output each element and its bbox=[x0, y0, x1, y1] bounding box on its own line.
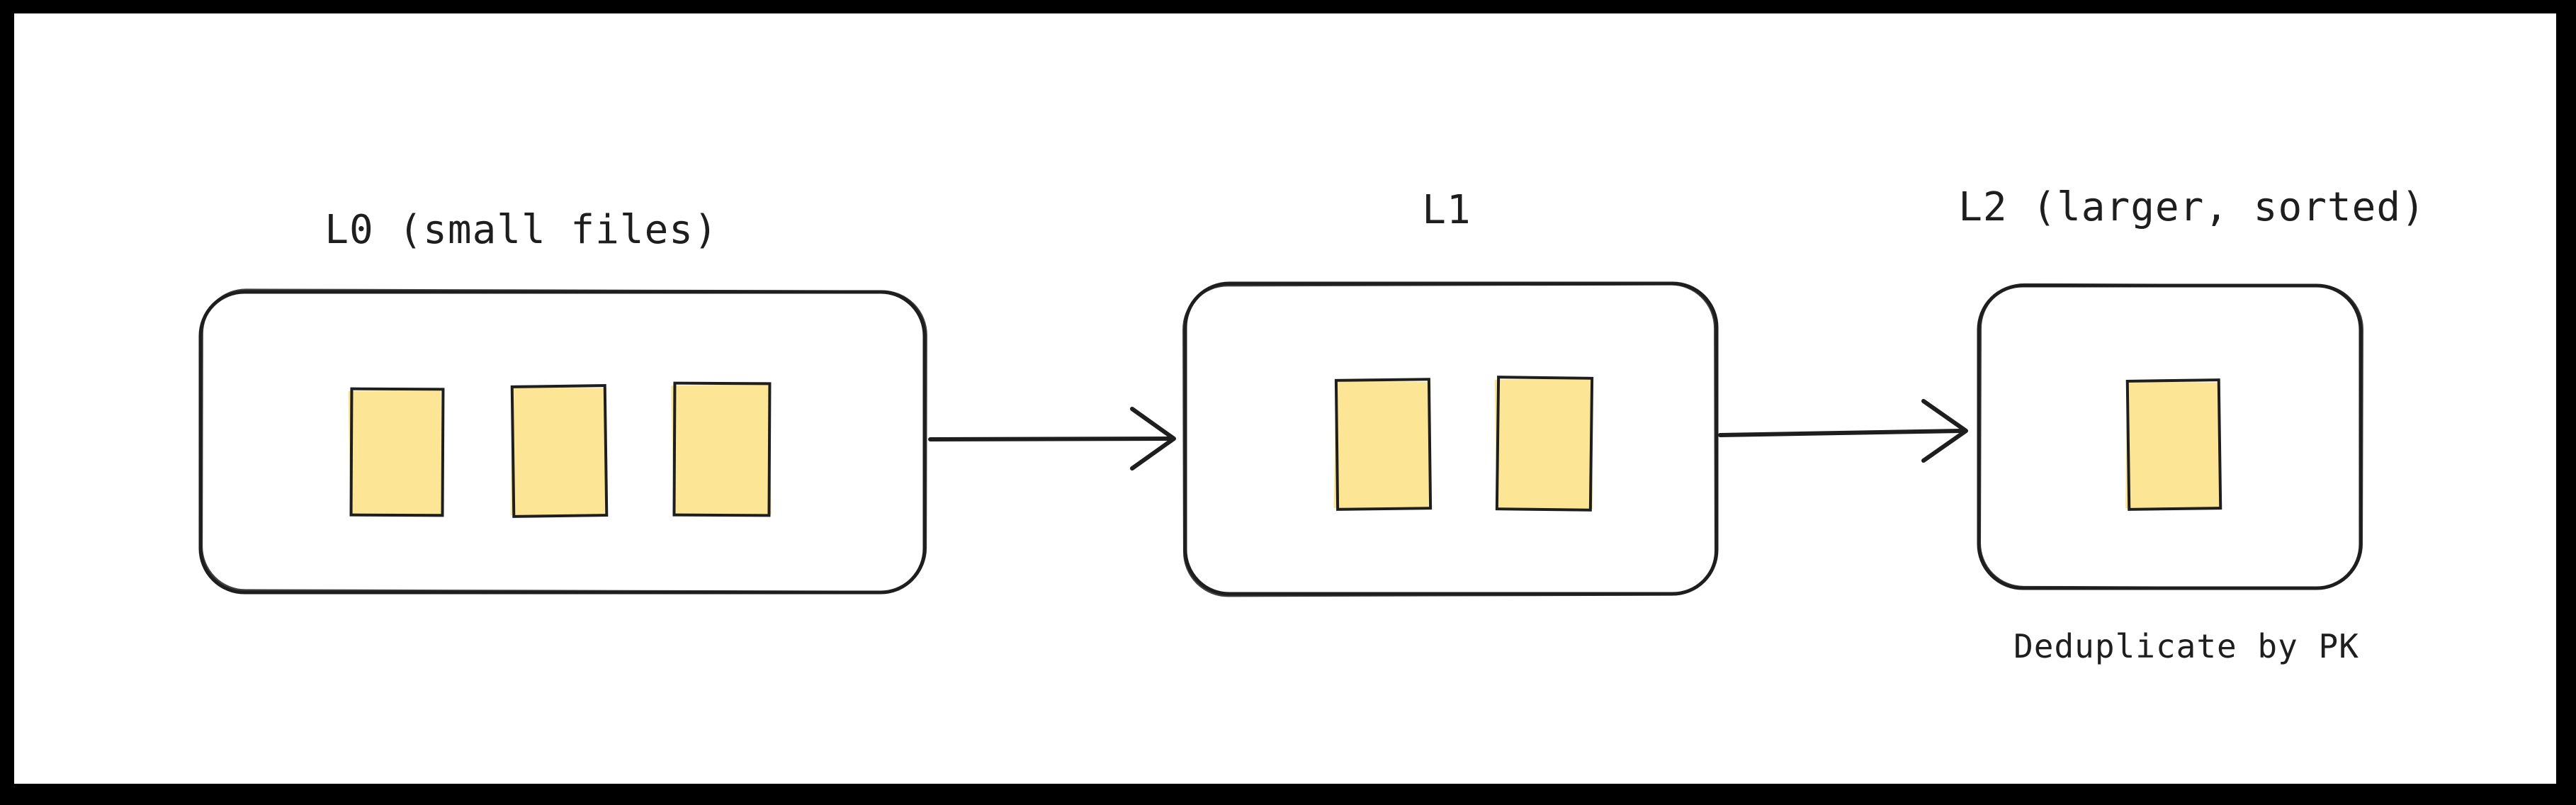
file-outline bbox=[672, 381, 772, 517]
level-title-l2: L2 (larger, sorted) bbox=[1958, 184, 2426, 230]
level-box-l0 bbox=[198, 288, 927, 595]
arrow-l1-l2 bbox=[1718, 399, 1968, 463]
level-box-l1 bbox=[1182, 281, 1719, 597]
file-fill bbox=[1494, 378, 1593, 510]
file-fill bbox=[1333, 380, 1431, 510]
level-box-l2 bbox=[1977, 283, 2363, 590]
file-icon-l0-2 bbox=[510, 384, 609, 518]
file-outline bbox=[1495, 376, 1594, 512]
caption-deduplicate: Deduplicate by PK bbox=[2013, 627, 2359, 665]
file-icon-l0-1 bbox=[348, 387, 445, 517]
file-icon-l1-2 bbox=[1494, 376, 1594, 512]
level-box-l1-outline bbox=[1183, 281, 1719, 596]
file-outline bbox=[349, 387, 445, 517]
file-fill bbox=[510, 387, 607, 517]
file-fill bbox=[671, 383, 772, 517]
arrow-l0-l1 bbox=[928, 407, 1176, 471]
arrow-head bbox=[1921, 399, 1968, 463]
level-box-l1-outline-echo bbox=[1182, 283, 1717, 597]
level-box-l0-outline-echo bbox=[200, 288, 927, 593]
file-fill bbox=[348, 389, 444, 517]
file-outline bbox=[2125, 378, 2222, 511]
file-icon-l0-3 bbox=[671, 381, 772, 517]
level-title-l1: L1 bbox=[1422, 187, 1471, 233]
file-outline bbox=[510, 384, 609, 518]
level-box-l2-outline-echo bbox=[1979, 283, 2363, 590]
arrow-shaft bbox=[1718, 429, 1964, 437]
file-icon-l2-1 bbox=[2125, 378, 2222, 511]
file-fill bbox=[2125, 381, 2220, 510]
level-title-l0: L0 (small files) bbox=[324, 207, 718, 253]
level-box-l0-outline bbox=[198, 290, 927, 595]
file-outline bbox=[1334, 378, 1433, 511]
arrow-head bbox=[1130, 407, 1176, 471]
file-icon-l1-1 bbox=[1333, 378, 1433, 511]
